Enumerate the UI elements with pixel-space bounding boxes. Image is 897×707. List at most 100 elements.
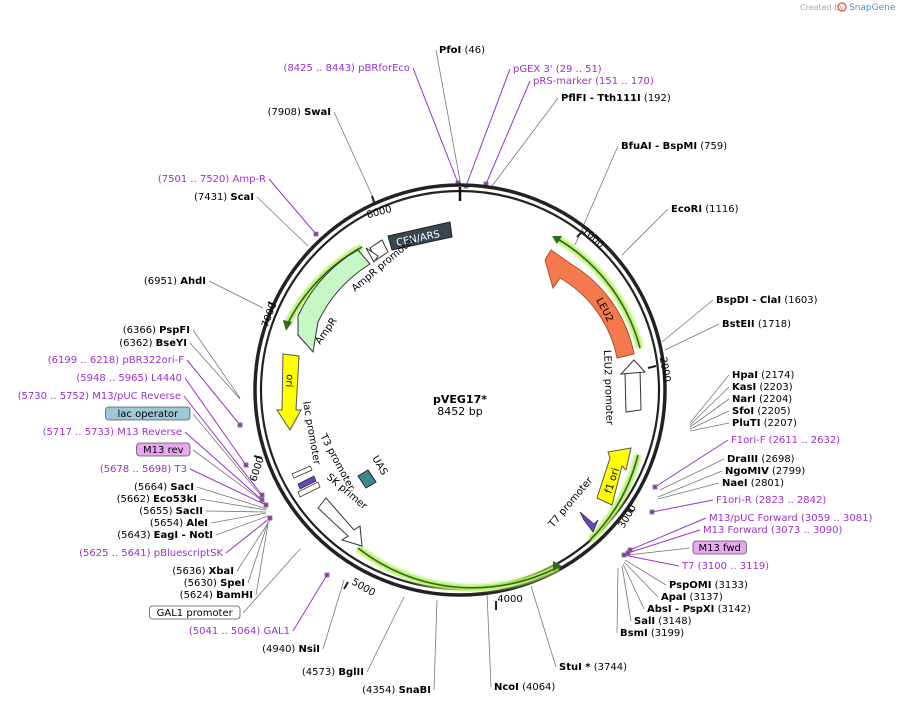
site-label-pspomi: PspOMI (3133)	[669, 580, 748, 591]
leader-line	[485, 80, 531, 185]
site-label-f1ori-r: F1ori-R (2823 .. 2842)	[716, 495, 826, 506]
site-label-t3: (5678 .. 5698) T3	[100, 464, 187, 475]
site-label-nsii: (4940) NsiI	[262, 644, 320, 655]
leader-line	[184, 377, 247, 466]
site-label-gal1: (5041 .. 5064) GAL1	[189, 626, 290, 637]
site-label-sfoi: SfoI (2205)	[732, 406, 791, 417]
site-label-spei: (5630) SpeI	[184, 578, 245, 589]
site-label-absi: AbsI - PspXI (3142)	[647, 604, 751, 615]
site-label-prs-marker: pRS-marker (151 .. 170)	[533, 76, 654, 87]
site-label-bsmi: BsmI (3199)	[620, 628, 684, 639]
site-label-alei: (5654) AleI	[150, 518, 208, 529]
orf-bottom	[357, 547, 559, 589]
leader-line	[661, 299, 714, 343]
plasmid-length: 8452 bp	[437, 405, 482, 418]
leader-line	[192, 413, 263, 498]
lac-region-features	[291, 465, 321, 498]
leader-line	[530, 585, 557, 668]
site-label-draiii: DraIII (2698)	[727, 454, 795, 465]
tick-mark	[576, 230, 584, 238]
label-text: F1ori-R (2823 .. 2842)	[716, 495, 826, 506]
tick-label: 6000	[248, 455, 266, 483]
leader-line	[192, 449, 266, 504]
site-label-m13-forward: M13 Forward (3073 .. 3090)	[703, 525, 842, 536]
primer-site-marker	[625, 550, 631, 556]
site-label-l4440: (5948 .. 5965) L4440	[76, 373, 182, 384]
leader-line	[657, 470, 723, 498]
leu2-feature	[544, 249, 635, 359]
site-label-ahdi: (6951) AhdI	[144, 276, 206, 287]
site-label-bfuai: BfuAI - BspMI (759)	[621, 141, 727, 152]
leader-line	[208, 280, 264, 309]
ampr-feature	[297, 249, 371, 354]
label-name: M13 fwd	[698, 543, 740, 554]
site-label-pbluescriptsk: (5625 .. 5641) pBluescriptSK	[79, 548, 223, 559]
leader-line	[189, 468, 267, 506]
site-label-m13-fwd: M13 fwd	[692, 540, 747, 555]
label-text: (5643) EagI - NotI	[117, 530, 213, 541]
site-label-m13-puc-reverse: (5730 .. 5752) M13/pUC Reverse	[18, 391, 181, 402]
site-label-pluti: PluTI (2207)	[732, 418, 797, 429]
leader-line	[183, 395, 263, 496]
site-label-m13-puc-forward: M13/pUC Forward (3059 .. 3081)	[709, 513, 872, 524]
primer-site-marker	[652, 484, 658, 490]
site-label-hpai: HpaI (2174)	[732, 370, 795, 381]
primer-site-marker	[649, 509, 655, 515]
plasmid-name: pVEG17*	[433, 393, 487, 406]
label-text: (5654) AleI	[150, 518, 208, 529]
label-text: PfoI (46)	[439, 45, 485, 56]
label-text: (5678 .. 5698) T3	[100, 464, 187, 475]
f1-ori-feature	[596, 447, 632, 506]
site-label-gal1-promoter: GAL1 promoter	[148, 605, 241, 620]
primer-site-marker	[263, 502, 269, 508]
label-text: (5624) BamHI	[180, 590, 253, 601]
site-label-swai: (7908) SwaI	[268, 107, 331, 118]
site-label-pbrforeco: (8425 .. 8443) pBRforEco	[284, 63, 410, 74]
leader-line	[629, 517, 707, 551]
orf-ampr	[286, 246, 363, 326]
primer-site-marker	[259, 497, 265, 503]
leu2-promoter-label: LEU2 promoter	[601, 350, 615, 426]
label-text: StuI * (3744)	[559, 662, 627, 673]
tick-mark	[371, 195, 376, 206]
credit-prefix: Created by	[800, 3, 844, 12]
leader-line	[621, 208, 669, 256]
tick-label: 2000	[657, 356, 672, 383]
label-text: (4573) BglII	[302, 667, 364, 678]
uas-label: UAS	[369, 454, 389, 477]
leader-line	[689, 374, 730, 424]
label-text: M13 Forward (3073 .. 3090)	[703, 525, 842, 536]
leader-line	[621, 565, 632, 622]
label-text: (7431) ScaI	[194, 192, 254, 203]
tick-mark	[267, 301, 277, 307]
t7-promoter-feature	[579, 511, 599, 533]
orf-bottom-arrow-icon	[553, 561, 562, 571]
ori-label: ori	[283, 374, 295, 388]
label-text: (8425 .. 8443) pBRforEco	[284, 63, 410, 74]
site-label-kasi: KasI (2203)	[732, 382, 793, 393]
leader-line	[622, 563, 645, 610]
label-text: PluTI (2207)	[732, 418, 797, 429]
site-label-pflfi: PflFI - Tth111I (192)	[561, 93, 671, 104]
tick-mark	[647, 365, 657, 369]
leader-line	[292, 574, 328, 632]
label-text: M13/pUC Forward (3059 .. 3081)	[709, 513, 872, 524]
leader-line	[268, 178, 317, 235]
label-text: F1ori-F (2611 .. 2632)	[731, 435, 840, 446]
leader-line	[242, 548, 301, 614]
leader-line	[664, 323, 720, 351]
site-label-eagi: (5643) EagI - NotI	[117, 530, 213, 541]
label-text: T7 (3100 .. 3119)	[681, 561, 769, 572]
leu2-promoter-feature	[624, 369, 642, 413]
leader-line	[215, 515, 269, 536]
site-label-naei: NaeI (2801)	[722, 478, 784, 489]
leader-line	[196, 486, 268, 510]
label-text: (5630) SpeI	[184, 578, 245, 589]
label-text: (5655) SacII	[139, 506, 203, 517]
site-label-xbai: (5636) XbaI	[172, 566, 234, 577]
label-box	[105, 406, 191, 421]
label-text: pGEX 3' (29 .. 51)	[513, 64, 602, 75]
tick-label: 5000	[349, 577, 377, 599]
site-label-ncoi: NcoI (4064)	[494, 682, 555, 693]
